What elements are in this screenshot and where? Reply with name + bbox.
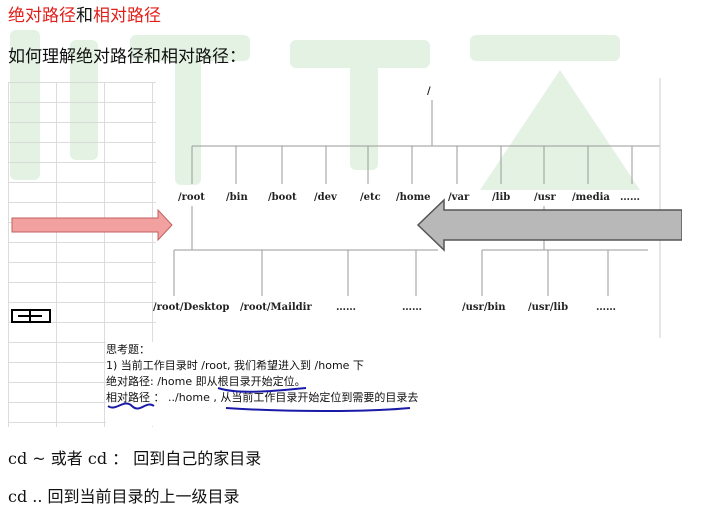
tree-node-etc: /etc [360,192,381,203]
command-cd-parent: cd .. 回到当前目录的上一级目录 [8,487,240,506]
question-text: 如何理解绝对路径和相对路径： [8,47,246,67]
tree-node-home: /home [396,192,431,203]
tree-node-ellipsis: …… [336,302,356,313]
note-line-2: 绝对路径: /home 即从根目录开始定位。 [106,375,306,388]
tree-node-root: /root [178,192,205,203]
arrow-left-icon [416,198,682,252]
tree-node-lib: /lib [492,192,511,203]
title-connector: 和 [76,6,93,26]
tree-node-usr: /usr [534,192,556,203]
tree-node-root-desktop: /root/Desktop [153,302,230,313]
title-relative-path: 相对路径 [93,6,161,26]
title-absolute-path: 绝对路径 [8,6,76,26]
directory-tree-figure: / /root /bin /boot /dev /etc /home /var … [8,78,682,438]
arrow-right-icon [11,208,173,242]
tree-node-root-maildir: /root/Maildir [240,302,312,313]
tree-node-ellipsis: …… [596,302,616,313]
tree-node-bin: /bin [226,192,248,203]
note-line-3: 相对路径 ： ../home , 从当前工作目录开始定位到需要的目录去 [106,391,419,404]
note-line-1: 1) 当前工作目录时 /root, 我们希望进入到 /home 下 [106,359,364,372]
tree-node-ellipsis: …… [402,302,422,313]
tree-root-node: / [427,86,431,97]
tree-node-boot: /boot [268,192,297,203]
handwritten-underline-annotations [107,387,411,412]
tree-node-ellipsis: …… [620,192,640,203]
page-title: 绝对路径和相对路径 [8,4,161,28]
tree-node-usr-lib: /usr/lib [528,302,569,313]
thinking-question-box: 思考题： 1) 当前工作目录时 /root, 我们希望进入到 /home 下 绝… [106,342,666,426]
cell-cursor-icon [18,310,42,322]
tree-node-dev: /dev [314,192,337,203]
tree-node-var: /var [448,192,470,203]
tree-lines [11,78,682,338]
tree-node-media: /media [572,192,610,203]
command-cd-home: cd ~ 或者 cd ： 回到自己的家目录 [8,449,262,468]
tree-node-usr-bin: /usr/bin [462,302,506,313]
note-heading: 思考题： [106,343,150,356]
